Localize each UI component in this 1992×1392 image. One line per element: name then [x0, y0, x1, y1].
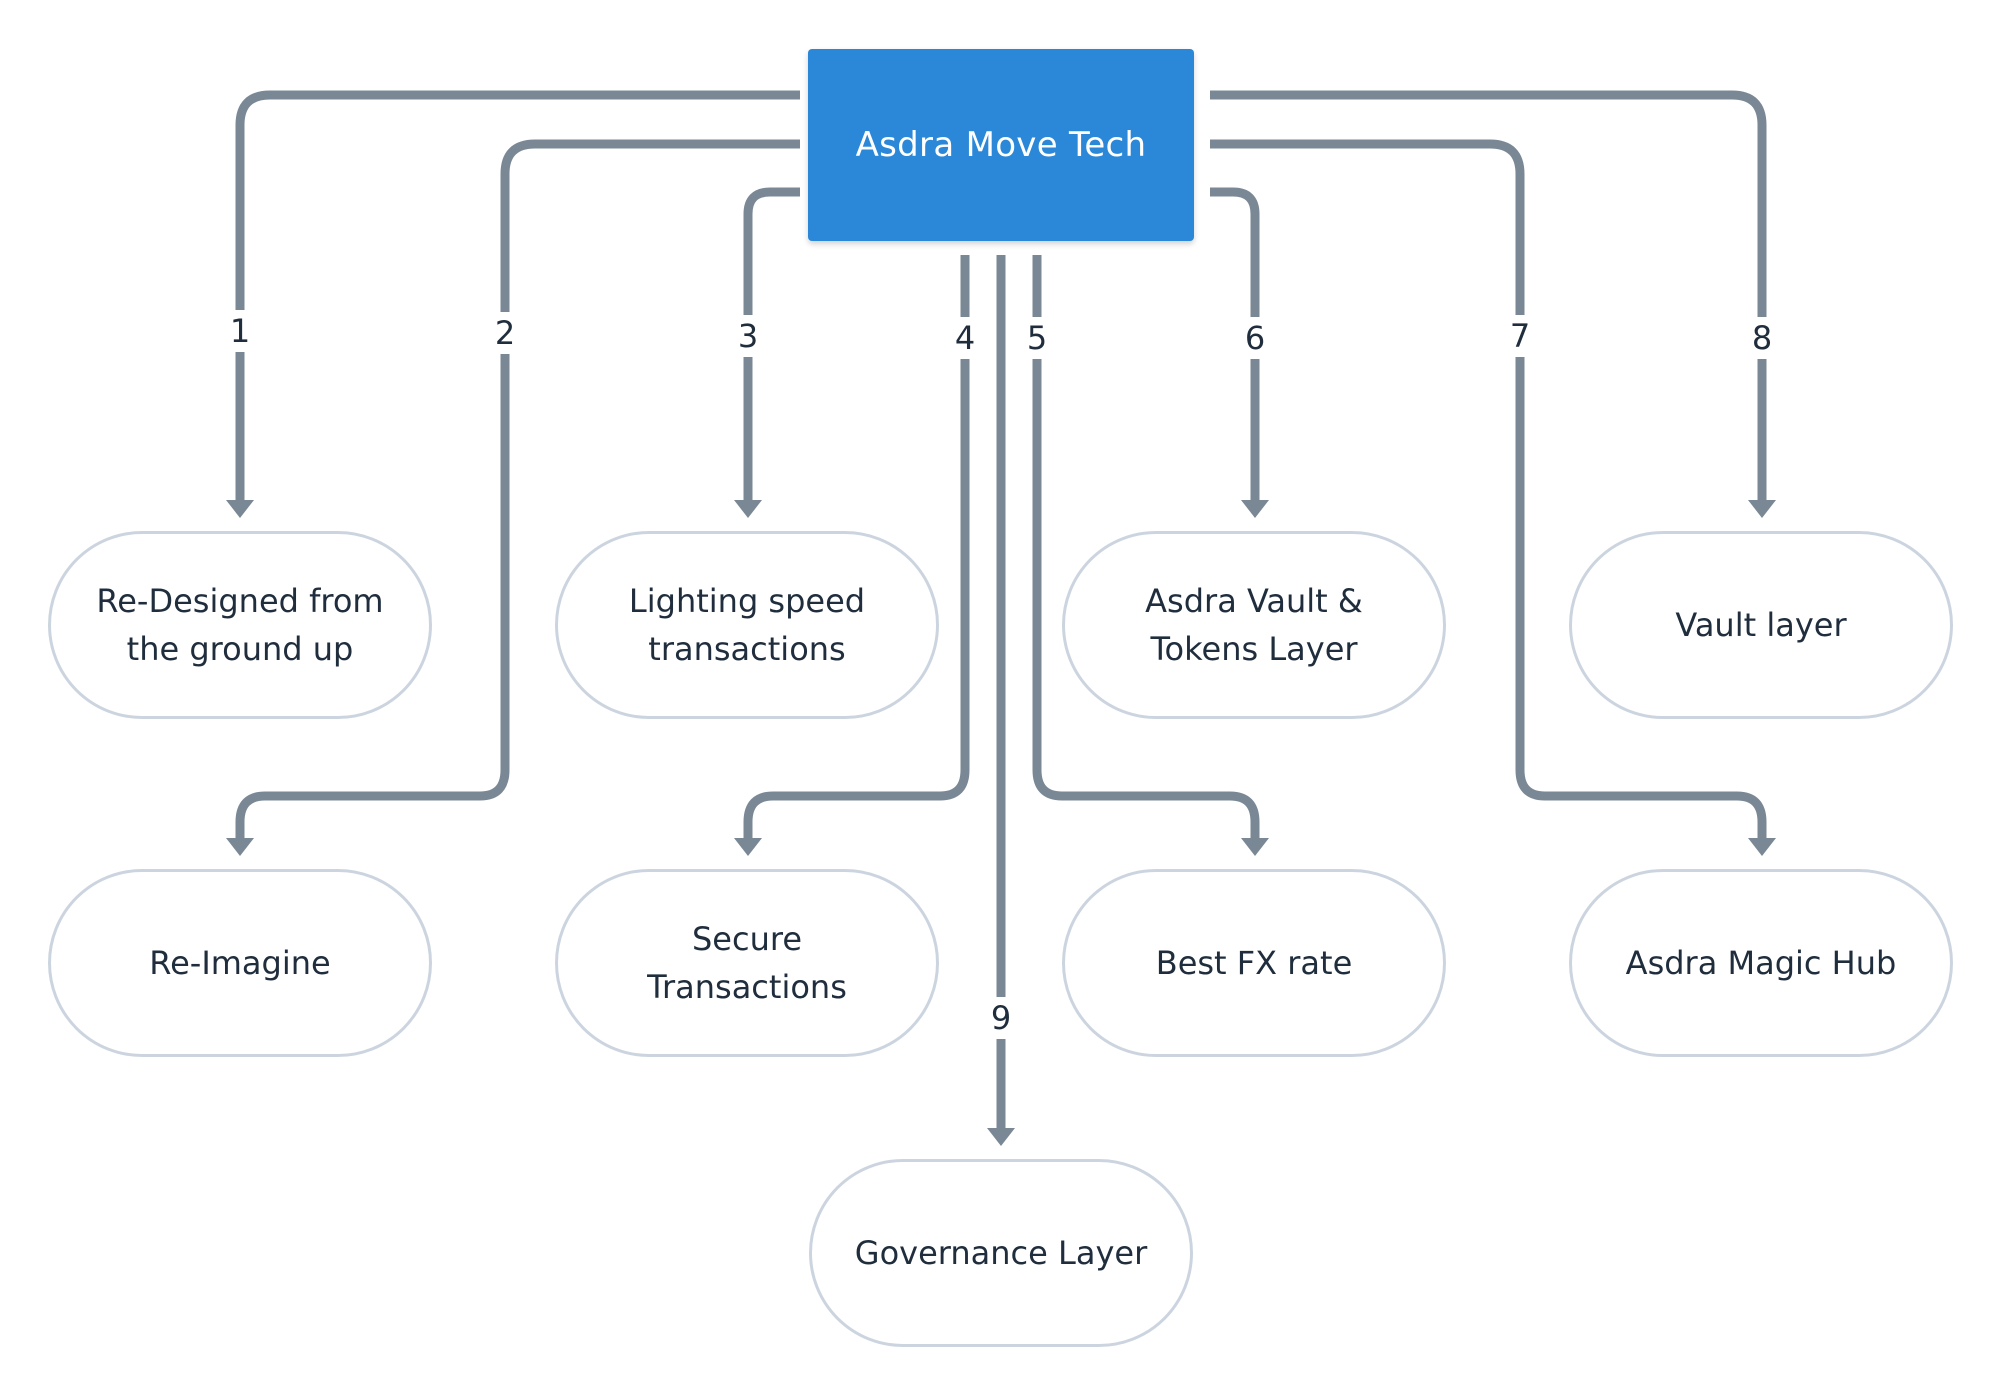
edge-2-line: [235, 139, 800, 838]
edge-label-3: 3: [730, 315, 766, 357]
node-asdra-vault-tokens[interactable]: Asdra Vault & Tokens Layer: [1062, 531, 1446, 719]
node-lighting-speed[interactable]: Lighting speed transactions: [555, 531, 939, 719]
edge-3-line: [743, 187, 800, 500]
node-label: Best FX rate: [1155, 944, 1353, 982]
edge-1-line: [235, 90, 800, 500]
arrowhead-8: [1748, 500, 1776, 518]
root-node-label: Asdra Move Tech: [855, 125, 1147, 165]
node-re-imagine[interactable]: Re-Imagine: [48, 869, 432, 1057]
arrowhead-9: [987, 1128, 1015, 1146]
edge-4-line: [743, 255, 970, 838]
node-asdra-magic-hub[interactable]: Asdra Magic Hub: [1569, 869, 1953, 1057]
edge-label-8: 8: [1744, 317, 1780, 359]
edge-6-line: [1210, 187, 1260, 500]
arrowhead-4: [734, 838, 762, 856]
arrowhead-5: [1241, 838, 1269, 856]
node-label: Governance Layer: [854, 1234, 1148, 1272]
node-best-fx-rate[interactable]: Best FX rate: [1062, 869, 1446, 1057]
arrowhead-7: [1748, 838, 1776, 856]
arrowhead-1: [226, 500, 254, 518]
node-re-designed[interactable]: Re-Designed from the ground up: [48, 531, 432, 719]
node-secure-transactions[interactable]: Secure Transactions: [555, 869, 939, 1057]
node-governance-layer[interactable]: Governance Layer: [809, 1159, 1193, 1347]
edge-label-4: 4: [947, 317, 983, 359]
root-node[interactable]: Asdra Move Tech: [808, 49, 1194, 241]
arrowhead-2: [226, 838, 254, 856]
edge-8-line: [1210, 90, 1767, 500]
node-label: Re-Designed from the ground up: [96, 582, 384, 668]
edge-label-1: 1: [222, 310, 258, 352]
edge-label-5: 5: [1019, 317, 1055, 359]
node-label: Asdra Vault & Tokens Layer: [1145, 582, 1363, 668]
edge-label-9: 9: [983, 997, 1019, 1039]
edge-label-2: 2: [487, 312, 523, 354]
arrowhead-6: [1241, 500, 1269, 518]
node-label: Secure Transactions: [647, 920, 847, 1006]
arrowhead-3: [734, 500, 762, 518]
edge-7-line: [1210, 139, 1767, 838]
node-vault-layer[interactable]: Vault layer: [1569, 531, 1953, 719]
node-label: Re-Imagine: [149, 944, 331, 982]
node-label: Lighting speed transactions: [628, 582, 866, 668]
edge-label-7: 7: [1502, 315, 1538, 357]
edge-5-line: [1032, 255, 1260, 838]
node-label: Vault layer: [1675, 606, 1847, 644]
edge-label-6: 6: [1237, 317, 1273, 359]
node-label: Asdra Magic Hub: [1625, 944, 1897, 982]
